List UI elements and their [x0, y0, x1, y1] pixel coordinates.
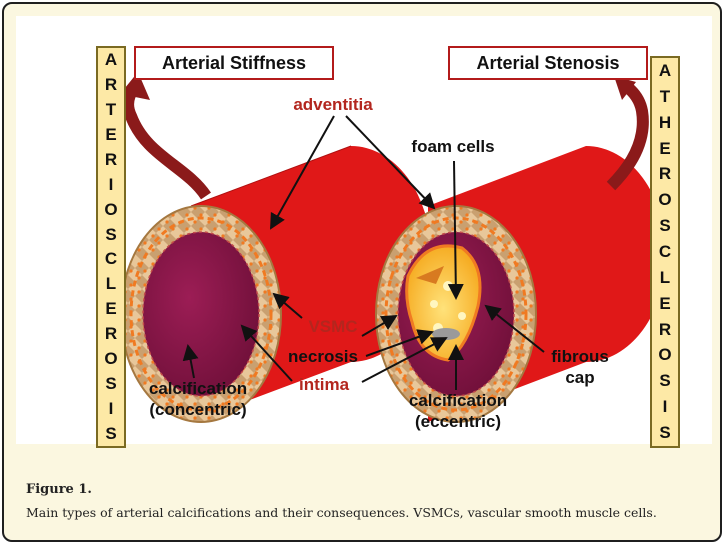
- calcification-concentric-line2: (concentric): [149, 400, 247, 419]
- arteriosclerosis-letter: E: [105, 125, 117, 145]
- arteriosclerosis-letter: C: [104, 249, 118, 269]
- arteriosclerosis-letter: A: [104, 50, 118, 70]
- adventitia-label: adventitia: [293, 95, 373, 114]
- left-curved-arrow: [122, 84, 211, 200]
- atherosclerosis-letter: R: [658, 319, 672, 339]
- pointer-lines: [182, 115, 545, 390]
- arteriosclerosis-letter: I: [108, 174, 114, 194]
- left-lumen: [142, 231, 260, 397]
- atherosclerosis-letter: H: [658, 112, 672, 132]
- atherosclerosis-letter: O: [658, 345, 672, 365]
- arteriosclerosis-letter: I: [108, 398, 114, 418]
- right-vessel: [375, 146, 666, 423]
- calcification-eccentric-line2: (eccentric): [415, 412, 501, 431]
- left-vessel: [120, 145, 431, 423]
- calcification-eccentric-label: calcification (eccentric): [388, 390, 528, 432]
- atherosclerosis-letter: S: [659, 371, 671, 391]
- atherosclerosis-letter: O: [658, 190, 672, 210]
- calcification-eccentric-line1: calcification: [408, 391, 508, 410]
- artery-diagram: [120, 72, 666, 423]
- foam-cells-label: foam cells: [411, 137, 495, 156]
- figure-caption-text: Main types of arterial calcifications an…: [26, 505, 657, 520]
- calcification-concentric-label: calcification (concentric): [128, 378, 268, 420]
- fibrous-cap-label: fibrous cap: [542, 346, 618, 388]
- fibrous-cap-line2: cap: [565, 368, 595, 387]
- atherosclerosis-letter: E: [659, 293, 671, 313]
- calcification-concentric-line1: calcification: [148, 379, 248, 398]
- arteriosclerosis-letter: R: [104, 324, 118, 344]
- arteriosclerosis-letter: S: [105, 373, 117, 393]
- necrosis-label: necrosis: [288, 347, 358, 366]
- right-curved-arrow: [606, 81, 649, 191]
- arteriosclerosis-letter: L: [105, 274, 117, 294]
- atherosclerosis-letter: I: [662, 397, 668, 417]
- arteriosclerosis-letter: E: [105, 299, 117, 319]
- atherosclerosis-letter: C: [658, 241, 672, 261]
- fibrous-cap-line1: fibrous: [551, 347, 609, 366]
- atherosclerosis-letter: S: [659, 422, 671, 442]
- arteriosclerosis-letter: S: [105, 224, 117, 244]
- arterial-stiffness-title: Arterial Stiffness: [134, 46, 334, 80]
- arteriosclerosis-letter: R: [104, 75, 118, 95]
- figure-caption: Figure 1. Main types of arterial calcifi…: [26, 482, 706, 520]
- arterial-stenosis-title: Arterial Stenosis: [448, 46, 648, 80]
- atherosclerosis-letter: A: [658, 60, 672, 80]
- atherosclerosis-letter: E: [659, 138, 671, 158]
- vsmc-label: VSMC: [308, 317, 358, 336]
- arteriosclerosis-letter: O: [104, 348, 118, 368]
- arteriosclerosis-letter: T: [105, 100, 117, 120]
- atherosclerosis-letter: S: [659, 216, 671, 236]
- atherosclerosis-letter: R: [658, 164, 672, 184]
- figure-title: Figure 1.: [26, 482, 92, 497]
- atherosclerosis-letter: T: [659, 86, 671, 106]
- atherosclerosis-letter: L: [659, 267, 671, 287]
- arteriosclerosis-letter: S: [105, 423, 117, 443]
- arteriosclerosis-letter: O: [104, 199, 118, 219]
- intima-label: intima: [298, 375, 350, 394]
- calcification-deposit: [432, 328, 460, 340]
- arteriosclerosis-letter: R: [104, 149, 118, 169]
